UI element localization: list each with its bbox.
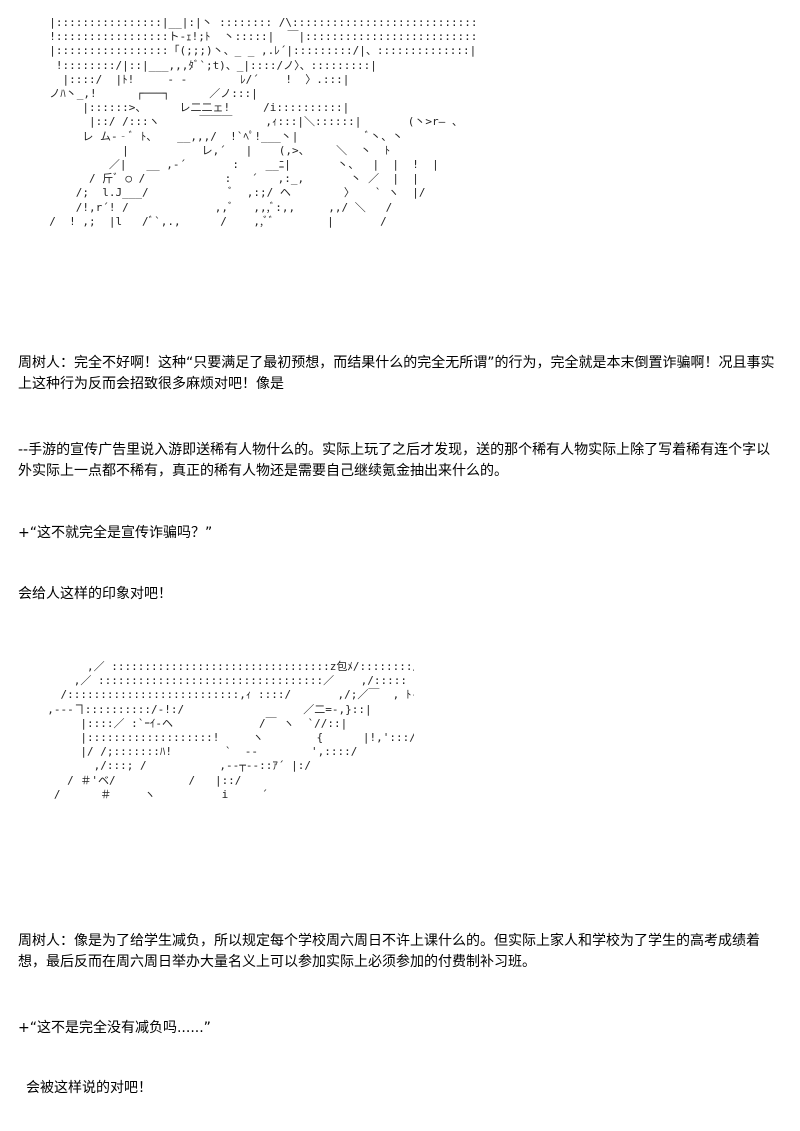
dialogue-line-1: 周树人：完全不好啊！这种“只要满足了最初预想，而结果什么的完全无所谓”的行为，完… — [18, 355, 775, 392]
dialogue-line-3: +“这不就完全是宣传诈骗吗？” — [18, 525, 213, 541]
ascii-art-character-bottom: ,／ :::::::::::::::::::::::::::::::::z包ﾒ/… — [47, 660, 414, 801]
ascii-art-character-top: |::::::::::::::::|__|:|丶 :::::::: /\::::… — [49, 16, 476, 228]
dialogue-line-2: --手游的宣传广告里说入游即送稀有人物什么的。实际上玩了之后才发现，送的那个稀有… — [18, 442, 771, 479]
dialogue-line-6: +“这不是完全没有减负吗......” — [18, 1020, 211, 1036]
dialogue-line-7: 会被这样说的对吧！ — [26, 1080, 152, 1096]
dialogue-line-4: 会给人这样的印象对吧！ — [18, 586, 172, 602]
dialogue-line-5: 周树人：像是为了给学生减负，所以规定每个学校周六周日不许上课什么的。但实际上家人… — [18, 933, 760, 970]
